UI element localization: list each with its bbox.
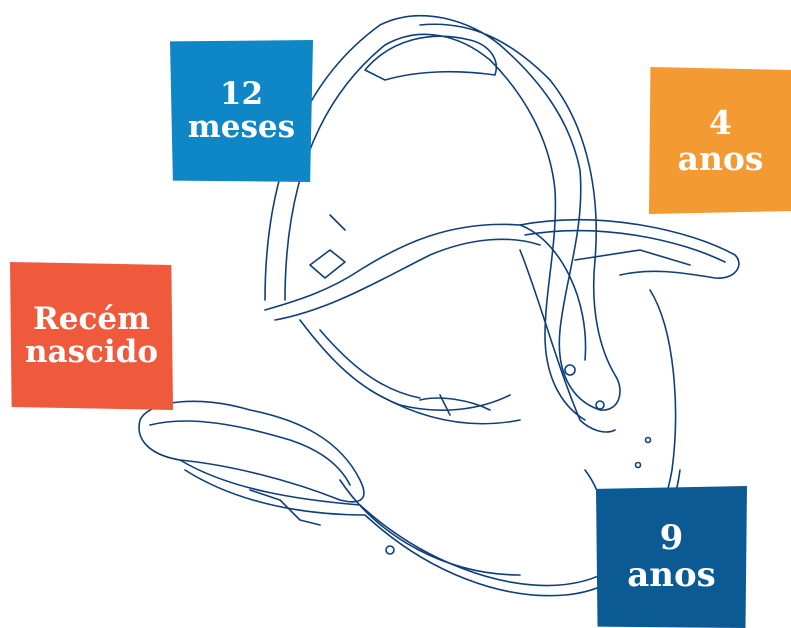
label-recem-nascido-line1: Recém — [33, 303, 150, 336]
label-12-meses: 12 meses — [170, 40, 313, 182]
label-9-anos-line2: anos — [627, 557, 716, 594]
label-12-meses-line2: meses — [188, 111, 295, 144]
label-9-anos-line1: 9 — [660, 520, 684, 557]
label-recem-nascido-line2: nascido — [25, 336, 158, 369]
label-4-anos-line1: 4 — [709, 105, 732, 141]
label-recem-nascido: Recém nascido — [10, 262, 173, 410]
label-12-meses-line1: 12 — [220, 78, 263, 111]
carry-handle — [265, 16, 620, 410]
seat-front — [139, 401, 364, 502]
label-4-anos-line2: anos — [678, 141, 764, 177]
label-9-anos: 9 anos — [596, 486, 747, 628]
label-4-anos: 4 anos — [649, 67, 791, 214]
